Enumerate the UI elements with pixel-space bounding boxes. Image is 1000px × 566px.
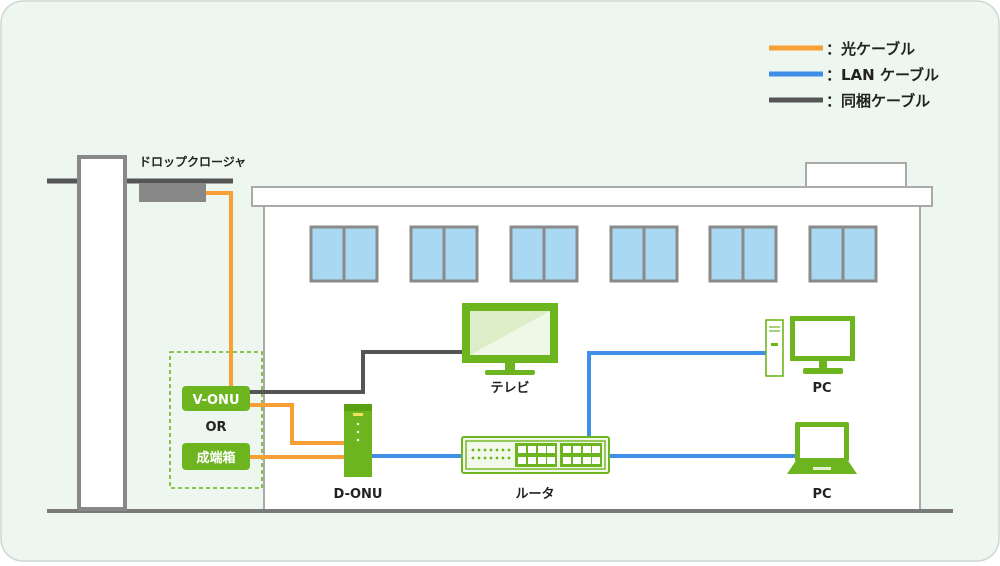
rooftop-box: [805, 162, 907, 188]
pc-laptop-label: PC: [812, 487, 831, 502]
fiber-cable-donu-upper: [250, 403, 344, 445]
laptop-device: [787, 422, 857, 474]
legend-lan-label: ：LAN ケーブル: [826, 66, 939, 84]
onu-enclosure: [169, 351, 263, 489]
building-roof: [251, 186, 933, 207]
window: [708, 225, 778, 283]
d-onu-label: D-ONU: [334, 487, 383, 502]
splitter-box: 成端箱: [182, 443, 250, 470]
window: [808, 225, 878, 283]
router-leds: [471, 448, 511, 460]
combined-cable-tv: [250, 350, 470, 394]
router-device: [461, 436, 610, 474]
cables: [206, 191, 795, 459]
fiber-cable-drop: [206, 191, 233, 386]
or-label: OR: [205, 420, 226, 435]
v-onu-label: V-ONU: [193, 393, 240, 408]
lan-cable-desktop: [587, 351, 766, 437]
pc-desktop-label: PC: [812, 381, 831, 396]
legend: ：光ケーブル ：LAN ケーブル ：同梱ケーブル: [769, 40, 939, 110]
windows: [309, 225, 878, 283]
d-onu-status-led: [353, 413, 363, 416]
pc-monitor-stand: [803, 368, 843, 374]
pc-tower: [765, 319, 784, 377]
window: [309, 225, 379, 283]
window: [609, 225, 679, 283]
router-ports: [518, 446, 600, 464]
tv-stand: [485, 370, 535, 375]
legend-fiber-label: ：光ケーブル: [826, 40, 915, 58]
tv-label: テレビ: [490, 380, 529, 396]
router-label: ルータ: [515, 487, 554, 502]
utility-pole: [77, 155, 127, 511]
drop-closure-label: ドロップクロージャ: [139, 154, 246, 169]
drop-closure: [139, 183, 206, 202]
laptop-screen: [800, 427, 844, 458]
legend-combined-label: ：同梱ケーブル: [826, 92, 930, 110]
desktop-pc-device: [765, 316, 855, 377]
window: [509, 225, 579, 283]
pc-monitor-screen: [795, 321, 850, 356]
v-onu-box: V-ONU: [182, 386, 250, 411]
splitter-box-label: 成端箱: [196, 450, 235, 466]
d-onu-device: [344, 404, 372, 477]
tv-device: [462, 303, 558, 375]
window: [409, 225, 479, 283]
